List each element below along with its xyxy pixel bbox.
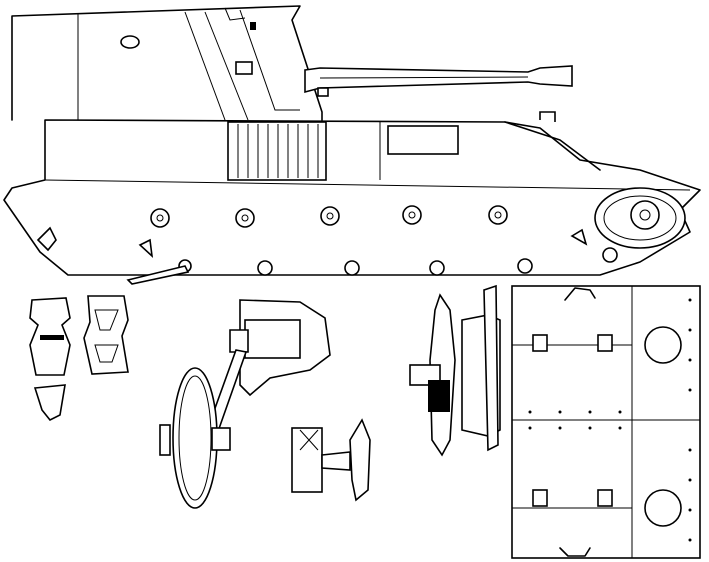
- floor-plate: [511, 285, 701, 559]
- side-view: [3, 5, 701, 285]
- idler-mount: [291, 418, 371, 502]
- hatch-icon: [120, 35, 140, 49]
- idler: [36, 226, 57, 252]
- track-links: [29, 295, 129, 422]
- vision-port: [235, 61, 253, 75]
- superstructure: [11, 5, 323, 121]
- return-rollers: [178, 247, 618, 276]
- sprocket-section: [409, 284, 501, 457]
- engine-grille: [237, 124, 319, 178]
- suspension-assembly: [159, 299, 331, 509]
- hull: [3, 111, 701, 276]
- road-wheel-hubs: [150, 205, 508, 228]
- gun: [304, 65, 573, 97]
- suspension-arm: [126, 265, 190, 285]
- drive-sprocket: [594, 187, 686, 249]
